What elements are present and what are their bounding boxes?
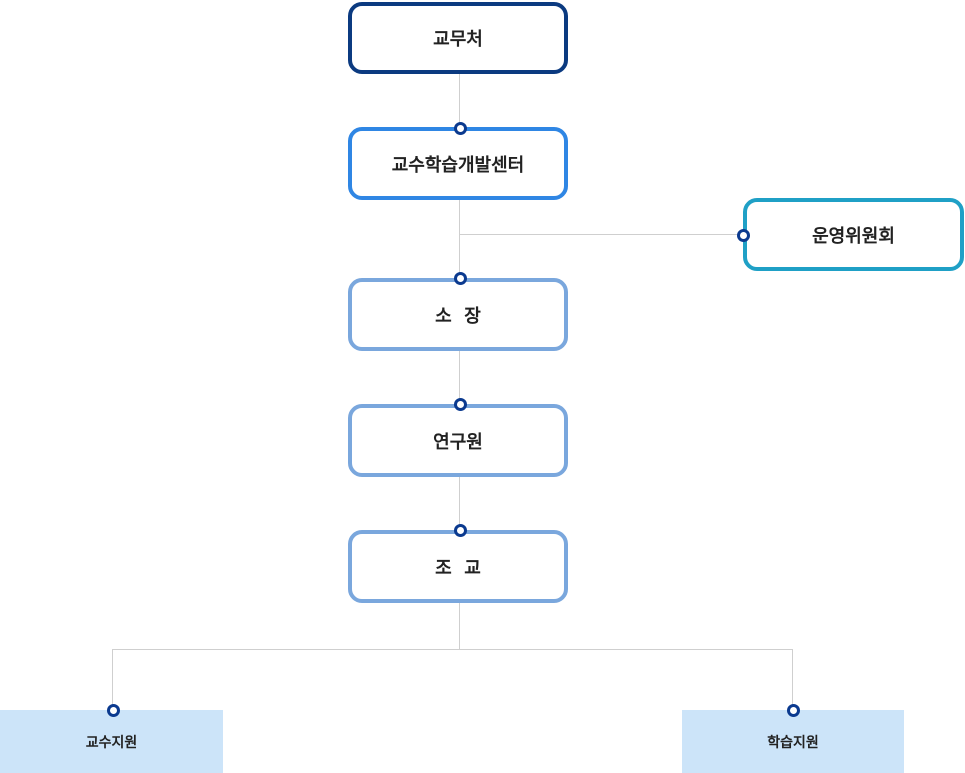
node-assistant-label: 조 교 — [435, 557, 481, 579]
node-assistant: 조 교 — [348, 530, 568, 603]
sub-unit-teaching-support: 교수지원 — [0, 710, 223, 773]
connector-dot-teaching-support — [107, 704, 120, 717]
node-office: 교무처 — [348, 2, 568, 74]
node-researcher-label: 연구원 — [433, 431, 483, 453]
node-committee: 운영위원회 — [743, 198, 964, 271]
node-center-label: 교수학습개발센터 — [391, 154, 525, 176]
connector-dot-learning-support — [787, 704, 800, 717]
connector-branch-teaching — [112, 649, 113, 710]
connector-branch-learning — [792, 649, 793, 710]
connector-dot-assistant — [454, 524, 467, 537]
sub-unit-learning-support-label: 학습지원 — [767, 734, 819, 751]
connector-office-center — [459, 73, 460, 128]
connector-center-director — [459, 199, 460, 279]
node-researcher: 연구원 — [348, 404, 568, 477]
node-committee-label: 운영위원회 — [812, 225, 895, 247]
node-office-label: 교무처 — [433, 29, 483, 50]
connector-branch-horizontal — [112, 649, 793, 650]
connector-dot-center — [454, 122, 467, 135]
connector-director-researcher — [459, 350, 460, 405]
node-center: 교수학습개발센터 — [348, 127, 568, 200]
sub-unit-learning-support: 학습지원 — [682, 710, 904, 773]
connector-researcher-assistant — [459, 476, 460, 531]
connector-assistant-down — [459, 602, 460, 649]
sub-unit-teaching-support-label: 교수지원 — [85, 734, 138, 751]
connector-center-committee — [459, 234, 744, 235]
connector-dot-researcher — [454, 398, 467, 411]
node-director: 소 장 — [348, 278, 568, 351]
connector-dot-director — [454, 272, 467, 285]
node-director-label: 소 장 — [435, 305, 481, 327]
connector-dot-committee — [737, 229, 750, 242]
